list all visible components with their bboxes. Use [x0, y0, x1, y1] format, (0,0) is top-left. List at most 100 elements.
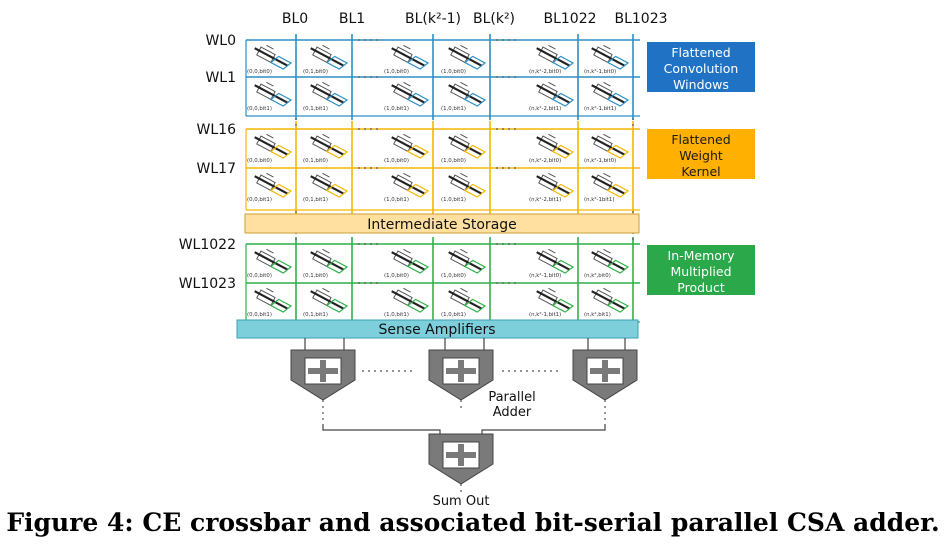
cell-storage-element	[406, 144, 430, 159]
cell-channel	[254, 136, 288, 156]
intermediate-storage-label: Intermediate Storage	[367, 217, 517, 233]
cell-symbol	[310, 248, 349, 274]
cell-storage-element	[606, 298, 630, 313]
cell-channel	[310, 175, 344, 195]
cell-symbol	[591, 81, 630, 107]
memory-cell: (1,0,bit1)	[384, 78, 432, 112]
cell-channel	[391, 136, 425, 156]
cell-symbol	[254, 287, 293, 313]
cell-index-label: (0,1,bit1)	[303, 106, 328, 112]
cell-index-label: (n,k²,bit1)	[584, 311, 611, 318]
cell-storage-element	[325, 144, 349, 159]
cell-storage-element	[606, 259, 630, 274]
cell-index-label: (1,0,bit1)	[441, 197, 466, 203]
cell-gate	[548, 44, 556, 50]
plus-vertical	[458, 360, 464, 382]
cell-index-label: (1,0,bit0)	[384, 158, 409, 164]
cell-index-label: (n,k²-2,bit0)	[529, 157, 561, 164]
side-label-text: Flattened	[671, 132, 730, 147]
adder-final	[428, 433, 494, 485]
cell-storage-element	[551, 183, 575, 198]
side-label-text: Flattened	[671, 45, 730, 60]
cell-storage-element	[606, 55, 630, 70]
cell-channel	[591, 290, 625, 310]
side-label-text: Multiplied	[670, 264, 731, 279]
cell-channel	[448, 175, 482, 195]
cell-channel	[591, 47, 625, 67]
cell-storage-element	[463, 144, 487, 159]
bitline-label: BL1	[339, 11, 365, 27]
bitline-label: BL0	[282, 11, 308, 27]
cell-index-label: (1,0,bit1)	[384, 312, 409, 318]
cell-gate	[266, 81, 274, 87]
cell-index-label: (1,0,bit1)	[441, 312, 466, 318]
memory-cell: (n,k²-2,bit0)	[529, 130, 577, 164]
side-label-text: Product	[677, 280, 725, 295]
bitline-label: BL1023	[614, 11, 667, 27]
final-adder-input-wire	[322, 424, 441, 440]
cell-gate	[403, 44, 411, 50]
side-label-text: In-Memory	[668, 248, 736, 263]
cell-gate	[460, 287, 468, 293]
cell-storage-element	[325, 259, 349, 274]
cell-storage-element	[551, 298, 575, 313]
cell-symbol	[254, 44, 293, 70]
cell-symbol	[391, 133, 430, 159]
memory-cell: (0,1,bit1)	[303, 78, 351, 112]
cell-index-label: (0,0,bit0)	[247, 69, 272, 75]
cell-storage-element	[463, 259, 487, 274]
cell-gate	[548, 172, 556, 178]
plus-vertical	[458, 444, 464, 466]
cell-symbol	[591, 44, 630, 70]
memory-cell: (n,k²-1,bit1)	[529, 284, 577, 318]
memory-cell: (1,0,bit1)	[384, 284, 432, 318]
cell-channel	[391, 290, 425, 310]
cell-channel	[391, 251, 425, 271]
cell-symbol	[254, 81, 293, 107]
memory-cell: (1,0,bit1)	[441, 169, 489, 203]
cell-channel	[254, 175, 288, 195]
cell-storage-element	[463, 92, 487, 107]
memory-cell: (1,0,bit0)	[384, 41, 432, 75]
cell-index-label: (1,0,bit0)	[441, 273, 466, 279]
cell-storage-element	[551, 55, 575, 70]
memory-cell: (n,k²-2,bit1)	[529, 78, 577, 112]
cell-gate	[266, 172, 274, 178]
cell-channel	[536, 47, 570, 67]
side-label-background	[647, 129, 755, 179]
memory-cell: (1,0,bit0)	[384, 130, 432, 164]
cell-symbol	[391, 248, 430, 274]
cell-gate	[266, 287, 274, 293]
cell-gate	[322, 44, 330, 50]
cell-symbol	[536, 44, 575, 70]
memory-cell: (0,0,bit0)	[247, 41, 295, 75]
sum-out-label: Sum Out	[433, 494, 490, 509]
cell-symbol	[536, 81, 575, 107]
side-label-text: Convolution	[664, 61, 739, 76]
cell-index-label: (n,k²-1,bit0)	[584, 68, 616, 75]
final-adder-input-wire	[481, 424, 606, 440]
wordline-label: WL1	[205, 70, 236, 86]
cell-gate	[322, 248, 330, 254]
cell-gate	[603, 81, 611, 87]
parallel-adder-label: Adder	[493, 405, 532, 420]
cell-symbol	[310, 172, 349, 198]
cell-channel	[448, 251, 482, 271]
cell-gate	[460, 172, 468, 178]
cell-index-label: (0,0,bit1)	[247, 106, 272, 112]
cell-storage-element	[406, 183, 430, 198]
cell-channel	[254, 290, 288, 310]
cell-channel	[254, 47, 288, 67]
cell-symbol	[310, 81, 349, 107]
cell-symbol	[591, 248, 630, 274]
cell-gate	[548, 287, 556, 293]
adder-left	[290, 349, 356, 401]
cell-symbol	[591, 172, 630, 198]
cell-index-label: (0,0,bit1)	[247, 197, 272, 203]
cell-storage-element	[269, 259, 293, 274]
cell-storage-element	[406, 92, 430, 107]
cell-symbol	[536, 287, 575, 313]
